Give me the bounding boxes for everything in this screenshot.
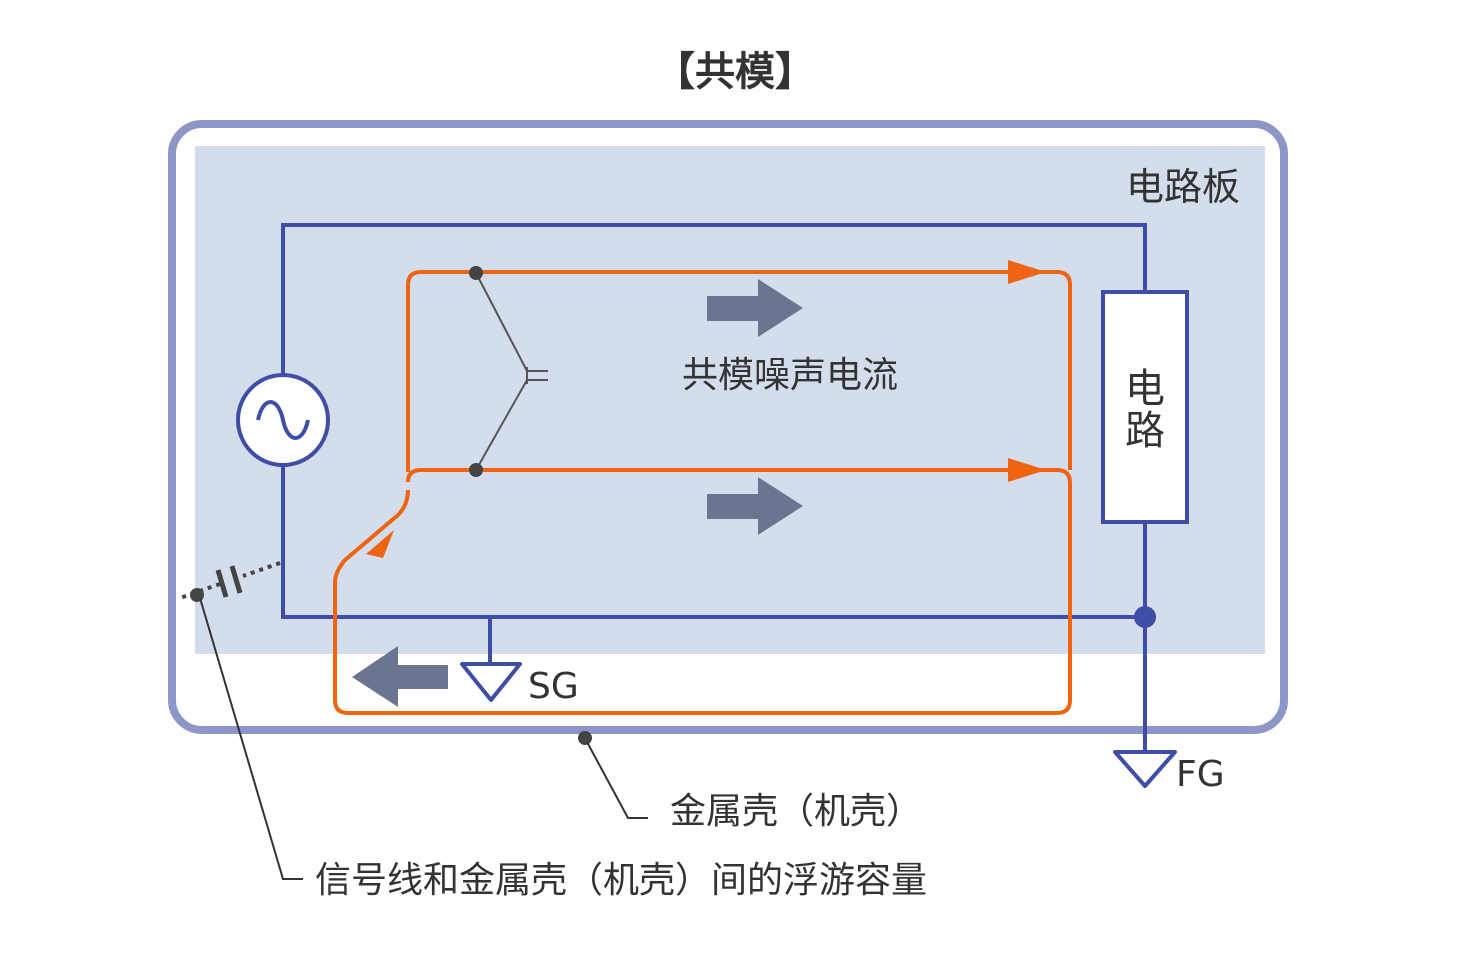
noise-current-arrow-top bbox=[1008, 260, 1046, 284]
noise-current-arrow-middle bbox=[1008, 458, 1046, 482]
stray-capacitance-leader-line bbox=[199, 597, 303, 880]
signal-loop-wire bbox=[281, 223, 1147, 418]
stray-capacitance-label: 信号线和金属壳（机壳）间的浮游容量 bbox=[315, 860, 927, 901]
junction-dot-bottom bbox=[469, 463, 483, 477]
circuit-block bbox=[1101, 290, 1189, 524]
chassis-leader-line bbox=[586, 741, 648, 819]
sg-ground-icon bbox=[460, 662, 522, 702]
capacitor-icon bbox=[215, 565, 243, 598]
flow-arrow-right-upper bbox=[707, 279, 803, 337]
sg-label: SG bbox=[528, 666, 579, 707]
fg-ground-icon bbox=[1113, 750, 1177, 788]
flow-arrow-left bbox=[352, 646, 448, 707]
noise-current-arrow-rising bbox=[366, 530, 394, 558]
flow-arrow-right-lower bbox=[707, 477, 803, 535]
ground-junction-node bbox=[1134, 606, 1156, 628]
circuit-label-2: 路 bbox=[1125, 408, 1165, 454]
chassis-dot bbox=[578, 731, 592, 745]
noise-current-label: 共模噪声电流 bbox=[682, 355, 898, 396]
diagram-title: 【共模】 bbox=[655, 49, 815, 95]
capacitor-plates-icon bbox=[526, 367, 548, 384]
circuit-board bbox=[195, 146, 1265, 654]
capacitor-leads bbox=[475, 272, 528, 471]
chassis-label: 金属壳（机壳） bbox=[670, 791, 922, 832]
board-label: 电路板 bbox=[1126, 165, 1240, 209]
sine-wave-icon bbox=[256, 400, 310, 440]
fg-label: FG bbox=[1176, 754, 1225, 795]
circuit-label-1: 电 bbox=[1125, 366, 1165, 412]
junction-dot-top bbox=[469, 266, 483, 280]
noise-current-lower-path bbox=[333, 468, 1072, 715]
return-wire bbox=[281, 466, 1145, 619]
noise-current-upper-path bbox=[406, 270, 1072, 472]
stray-capacitance-dot bbox=[190, 588, 204, 602]
